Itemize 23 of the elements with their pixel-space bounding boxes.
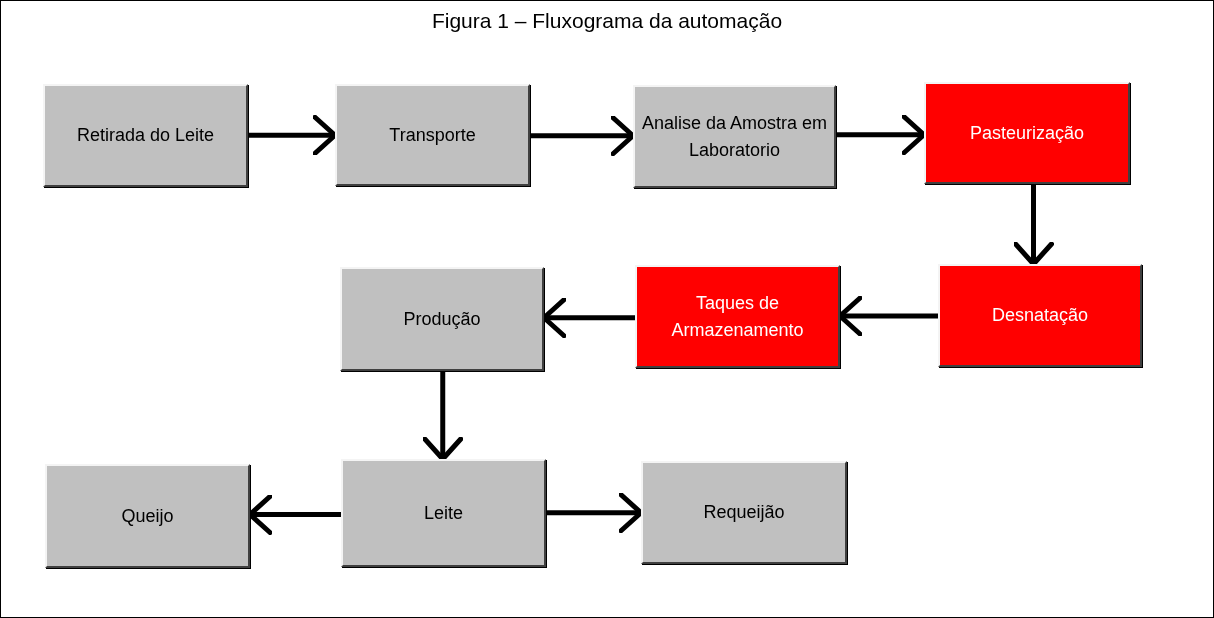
box-label: Leite — [423, 501, 463, 525]
process-box — [335, 84, 530, 186]
process-box — [45, 464, 250, 568]
box-label: Queijo — [121, 504, 174, 528]
figure-title: Figura 1 – Fluxograma da automação — [430, 9, 784, 33]
arrow — [422, 371, 464, 462]
box-label: Produção — [403, 307, 481, 331]
box-label: Taques de Armazenamento — [670, 292, 805, 342]
process-box — [633, 85, 836, 188]
box-label: Desnatação — [991, 304, 1089, 328]
process-box — [641, 461, 847, 564]
process-box — [341, 459, 546, 567]
process-box — [938, 264, 1142, 367]
process-box — [43, 84, 248, 187]
box-label: Pasteurização — [969, 121, 1085, 145]
box-label: Transporte — [389, 123, 476, 147]
process-box — [924, 82, 1130, 184]
process-box — [635, 265, 840, 368]
process-box — [340, 267, 544, 371]
arrow — [1013, 184, 1054, 267]
box-label: Requeijão — [703, 501, 785, 525]
box-label: Analise da Amostra em Laboratorio — [640, 112, 829, 162]
box-label: Retirada do Leite — [76, 124, 215, 148]
